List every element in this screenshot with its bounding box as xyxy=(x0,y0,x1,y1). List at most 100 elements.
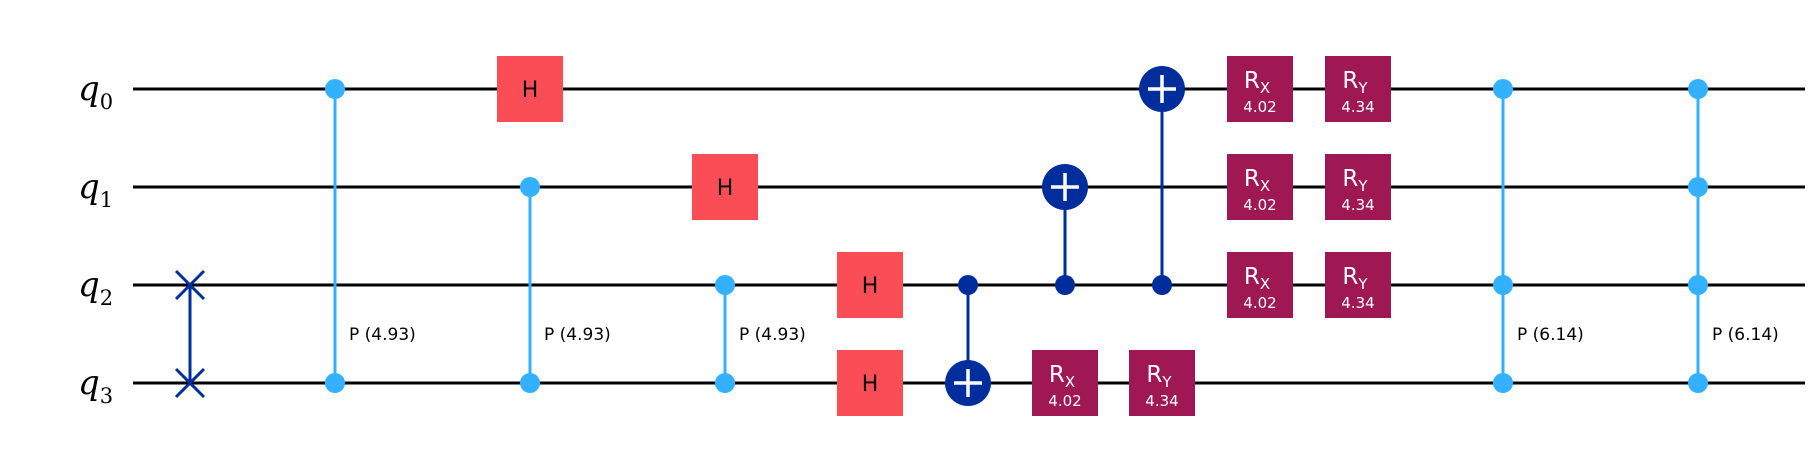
rotation-param: 4.02 xyxy=(1243,196,1276,214)
rotation-param: 4.34 xyxy=(1341,98,1374,116)
gate-mcphase-20: P (6.14) xyxy=(1688,79,1779,393)
phase-gate-label: P (6.14) xyxy=(1517,325,1584,345)
rotation-label-axis: X xyxy=(1065,373,1075,391)
hadamard-box xyxy=(837,252,903,318)
phase-gate-label: P (4.93) xyxy=(349,325,416,345)
qubit-label-name: q xyxy=(78,167,100,207)
swap-cross-icon xyxy=(174,269,206,301)
rotation-label-axis: X xyxy=(1260,177,1270,195)
gate-ry-11: RY4.34 xyxy=(1129,350,1195,416)
hadamard-label: H xyxy=(862,372,879,397)
rotation-box xyxy=(1325,252,1391,318)
qubit-label-3: q3 xyxy=(78,363,113,408)
phase-control-dot xyxy=(1688,177,1708,197)
rotation-box xyxy=(1227,56,1293,122)
gate-swap-0 xyxy=(174,269,206,399)
rotation-label: RX xyxy=(1244,264,1270,293)
phase-control-dot xyxy=(325,79,345,99)
qubit-label-0: q0 xyxy=(78,69,113,114)
rotation-label: RY xyxy=(1342,264,1368,293)
rotation-label-base: R xyxy=(1244,264,1260,290)
gate-ry-18: RY4.34 xyxy=(1325,252,1391,318)
qubit-label-name: q xyxy=(78,69,100,109)
qubit-label-2: q2 xyxy=(78,265,113,310)
gate-rx-14: RX4.02 xyxy=(1227,154,1293,220)
rotation-box xyxy=(1032,350,1098,416)
gate-ry-17: RY4.34 xyxy=(1325,154,1391,220)
rotation-label-base: R xyxy=(1342,166,1358,192)
rotation-box xyxy=(1227,154,1293,220)
rotation-label-base: R xyxy=(1146,362,1162,388)
hadamard-box xyxy=(497,56,563,122)
rotation-label-base: R xyxy=(1049,362,1065,388)
cnot-target-icon xyxy=(1139,66,1185,112)
gate-rx-13: RX4.02 xyxy=(1227,56,1293,122)
rotation-label: RY xyxy=(1342,166,1368,195)
phase-control-dot xyxy=(1493,275,1513,295)
rotation-box xyxy=(1325,56,1391,122)
qubit-label-name: q xyxy=(78,363,100,403)
qubit-label-1: q1 xyxy=(78,167,113,212)
gate-cx-10 xyxy=(1042,164,1088,295)
gate-h-2: H xyxy=(497,56,563,122)
gate-cphase-5: P (4.93) xyxy=(715,275,806,393)
rotation-label: RY xyxy=(1342,68,1368,97)
hadamard-box xyxy=(692,154,758,220)
phase-control-dot xyxy=(1493,79,1513,99)
hadamard-label: H xyxy=(862,274,879,299)
rotation-label: RX xyxy=(1244,166,1270,195)
gate-cphase-1: P (4.93) xyxy=(325,79,416,393)
cnot-target-icon xyxy=(945,360,991,406)
qubit-label-index: 3 xyxy=(100,384,113,408)
rotation-label-axis: Y xyxy=(1357,79,1368,97)
hadamard-box xyxy=(837,350,903,416)
phase-control-dot xyxy=(1688,275,1708,295)
phase-control-dot xyxy=(1688,79,1708,99)
rotation-param: 4.34 xyxy=(1145,392,1178,410)
qubit-label-index: 1 xyxy=(100,188,113,212)
phase-gate-label: P (4.93) xyxy=(544,325,611,345)
rotation-label: RX xyxy=(1244,68,1270,97)
cnot-control-dot xyxy=(1055,275,1075,295)
rotation-label-base: R xyxy=(1342,264,1358,290)
rotation-label-base: R xyxy=(1244,68,1260,94)
gate-cx-12 xyxy=(1139,66,1185,295)
rotation-param: 4.02 xyxy=(1243,98,1276,116)
gate-h-6: H xyxy=(837,252,903,318)
rotation-box xyxy=(1227,252,1293,318)
gate-cx-8 xyxy=(945,275,991,406)
phase-control-dot xyxy=(520,373,540,393)
hadamard-label: H xyxy=(522,78,539,103)
rotation-label-axis: Y xyxy=(1161,373,1172,391)
qubit-label-index: 2 xyxy=(100,286,113,310)
gate-h-7: H xyxy=(837,350,903,416)
cnot-control-dot xyxy=(1152,275,1172,295)
rotation-param: 4.02 xyxy=(1243,294,1276,312)
phase-control-dot xyxy=(1688,373,1708,393)
rotation-label-base: R xyxy=(1342,68,1358,94)
rotation-label-axis: X xyxy=(1260,79,1270,97)
rotation-label: RY xyxy=(1146,362,1172,391)
phase-control-dot xyxy=(715,275,735,295)
qubit-label-name: q xyxy=(78,265,100,305)
gate-cphase-3: P (4.93) xyxy=(520,177,611,393)
cnot-control-dot xyxy=(958,275,978,295)
gate-mcphase-19: P (6.14) xyxy=(1493,79,1584,393)
rotation-param: 4.34 xyxy=(1341,196,1374,214)
rotation-label-base: R xyxy=(1244,166,1260,192)
swap-cross-icon xyxy=(174,367,206,399)
rotation-label: RX xyxy=(1049,362,1075,391)
phase-control-dot xyxy=(325,373,345,393)
gate-ry-16: RY4.34 xyxy=(1325,56,1391,122)
qubit-label-index: 0 xyxy=(100,90,113,114)
gate-rx-15: RX4.02 xyxy=(1227,252,1293,318)
rotation-param: 4.02 xyxy=(1048,392,1081,410)
rotation-label-axis: Y xyxy=(1357,177,1368,195)
rotation-param: 4.34 xyxy=(1341,294,1374,312)
phase-control-dot xyxy=(520,177,540,197)
phase-gate-label: P (4.93) xyxy=(739,325,806,345)
rotation-label-axis: X xyxy=(1260,275,1270,293)
